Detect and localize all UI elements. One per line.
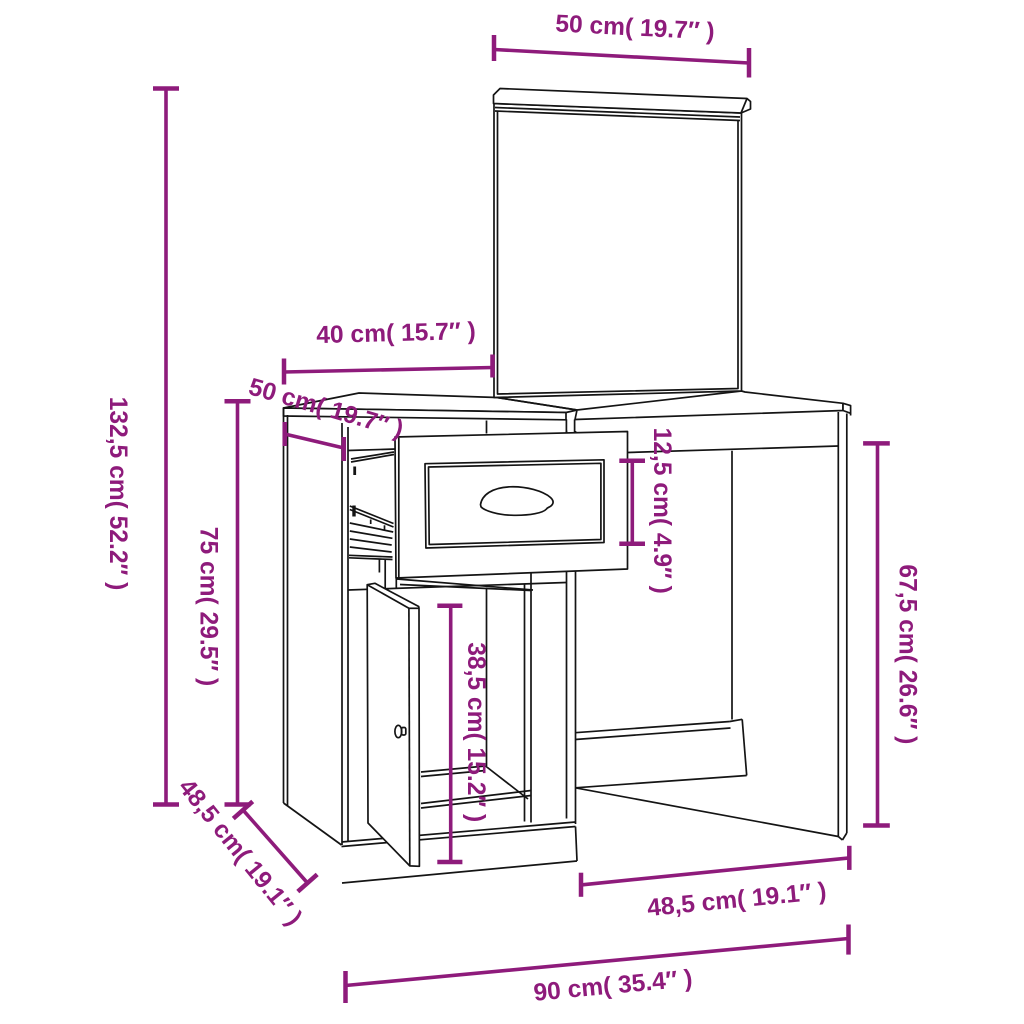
svg-text:132,5 cm( 52.2″ ): 132,5 cm( 52.2″ ) xyxy=(104,397,131,591)
svg-text:75 cm( 29.5″ ): 75 cm( 29.5″ ) xyxy=(195,527,222,686)
svg-text:67,5 cm( 26.6″ ): 67,5 cm( 26.6″ ) xyxy=(894,564,921,744)
svg-text:38,5 cm( 15.2″ ): 38,5 cm( 15.2″ ) xyxy=(462,642,489,822)
svg-text:12,5 cm( 4.9″ ): 12,5 cm( 4.9″ ) xyxy=(648,428,675,594)
svg-text:40 cm( 15.7″ ): 40 cm( 15.7″ ) xyxy=(316,318,476,349)
